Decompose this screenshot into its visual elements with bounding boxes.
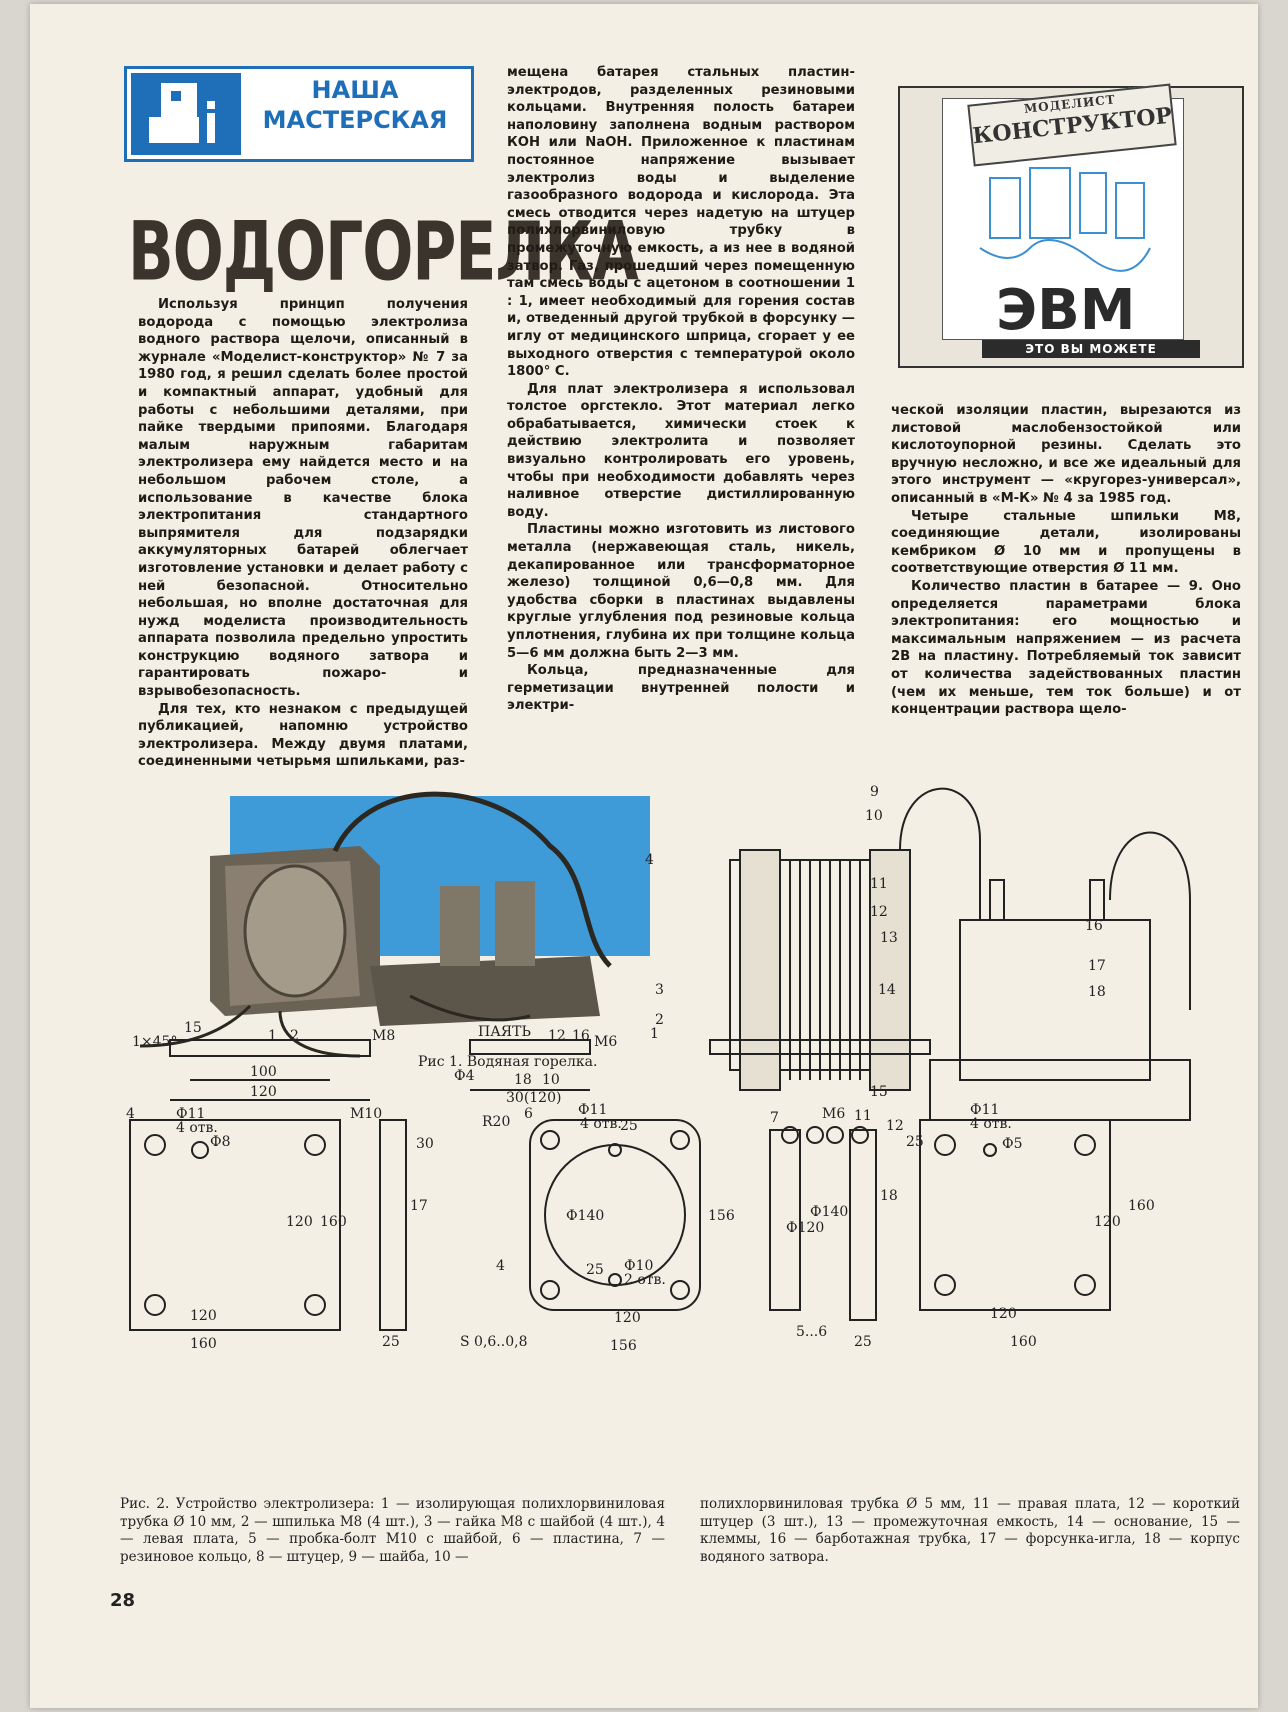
section-badge: НАША МАСТЕРСКАЯ bbox=[124, 66, 474, 162]
dimension-p11_m6: М6 bbox=[822, 1106, 845, 1122]
callout-3: 3 bbox=[655, 982, 664, 998]
dimension-p11_25b: 25 bbox=[854, 1334, 872, 1350]
dimension-p11_holes: 4 отв. bbox=[970, 1116, 1012, 1132]
dimension-p11_phi5: Ф5 bbox=[1002, 1136, 1023, 1152]
part-label: 16 bbox=[572, 1028, 590, 1044]
part-label: 2 bbox=[290, 1028, 299, 1044]
paragraph: Четыре стальные шпильки М8, соединяющие … bbox=[891, 508, 1241, 577]
dimension-p6_thick: S 0,6..0,8 bbox=[460, 1334, 527, 1350]
dimension-p6_4: 4 bbox=[496, 1258, 505, 1274]
part-label: 12 bbox=[548, 1028, 566, 1044]
dimension-shaft_100: 100 bbox=[250, 1064, 277, 1080]
part-label: 7 bbox=[770, 1110, 779, 1126]
dimension-p6_25b: 25 bbox=[586, 1262, 604, 1278]
dimension-fitting_18: 18 bbox=[514, 1072, 532, 1088]
dimension-p6_r20: R20 bbox=[482, 1114, 510, 1130]
dimension-p4_17: 17 bbox=[410, 1198, 428, 1214]
technical-drawing: 12345678910111213141516171812121646711ПА… bbox=[126, 784, 1191, 1354]
article-column-3: ческой изоляции пластин, вырезаются из л… bbox=[891, 402, 1241, 719]
dimension-shaft_len_thread: 15 bbox=[184, 1020, 202, 1036]
article-column-2: мещена батарея стальных пластин-электрод… bbox=[507, 64, 855, 715]
dimension-fitting_m6: М6 bbox=[594, 1034, 617, 1050]
article-title: ВОДОГОРЕЛКА bbox=[128, 205, 639, 300]
dimension-p4_120h: 120 bbox=[190, 1308, 217, 1324]
article-column-1: Используя принцип получения водорода с п… bbox=[138, 296, 468, 771]
dimension-p11_120v: 120 bbox=[1094, 1214, 1121, 1230]
paragraph: мещена батарея стальных пластин-электрод… bbox=[507, 65, 855, 380]
callout-18: 18 bbox=[1088, 984, 1106, 1000]
paragraph: Для тех, кто незнаком с предыдущей публи… bbox=[138, 701, 468, 770]
device-photo bbox=[110, 766, 650, 1066]
magazine-ad: МОДЕЛИСТ КОНСТРУКТОР ЭВМ ЭТО ВЫ МОЖЕТЕ bbox=[898, 83, 1244, 368]
dimension-p6_phi140: Ф140 bbox=[566, 1208, 604, 1224]
callout-2: 2 bbox=[655, 1012, 664, 1028]
dimension-p4_120v: 120 bbox=[286, 1214, 313, 1230]
dimension-shaft_120: 120 bbox=[250, 1084, 277, 1100]
dimension-p11_18: 18 bbox=[880, 1188, 898, 1204]
paragraph: Для плат электролизера я использовал тол… bbox=[507, 381, 855, 520]
dimension-p6_25: 25 bbox=[620, 1118, 638, 1134]
dimension-p4_holes: Ф11 bbox=[176, 1106, 205, 1122]
dimension-p6_120: 120 bbox=[614, 1310, 641, 1326]
circuit-sketch-icon bbox=[979, 167, 1151, 272]
dimension-p6_phi11: Ф11 bbox=[578, 1102, 607, 1118]
dimension-fitting_phi4: Ф4 bbox=[454, 1068, 475, 1084]
dimension-p11_160h: 160 bbox=[1010, 1334, 1037, 1350]
callout-13: 13 bbox=[880, 930, 898, 946]
paragraph: Пластины можно изготовить из листового м… bbox=[507, 522, 855, 661]
workshop-logo-icon bbox=[131, 73, 241, 155]
callout-4: 4 bbox=[645, 852, 654, 868]
callout-11: 11 bbox=[870, 876, 888, 892]
dimension-p7_56: 5...6 bbox=[796, 1324, 827, 1340]
dimension-p11_160v: 160 bbox=[1128, 1198, 1155, 1214]
dimension-p4_160v: 160 bbox=[320, 1214, 347, 1230]
callout-16: 16 bbox=[1085, 918, 1103, 934]
solder-note: ПАЯТЬ bbox=[478, 1024, 531, 1040]
ad-headline: ЭВМ bbox=[996, 278, 1136, 343]
dimension-p4_phi8: Ф8 bbox=[210, 1134, 231, 1150]
paragraph: Используя принцип получения водорода с п… bbox=[138, 297, 468, 700]
dimension-p11_120h: 120 bbox=[990, 1306, 1017, 1322]
dimension-fitting_30_120: 30(120) bbox=[506, 1090, 561, 1106]
section-name-line2: МАСТЕРСКАЯ bbox=[262, 106, 448, 134]
section-name-line1: НАША bbox=[311, 76, 399, 104]
part-label: 1 bbox=[268, 1028, 277, 1044]
dimension-p6_holes: 4 отв. bbox=[580, 1116, 622, 1132]
dimension-p11_12: 12 bbox=[886, 1118, 904, 1134]
dimension-fitting_10: 10 bbox=[542, 1072, 560, 1088]
dimension-p6_phi10: Ф10 bbox=[624, 1258, 653, 1274]
part-label: 4 bbox=[126, 1106, 135, 1122]
dimension-p11_25: 25 bbox=[906, 1134, 924, 1150]
figure-2-caption-right: полихлорвиниловая трубка Ø 5 мм, 11 — пр… bbox=[700, 1496, 1240, 1565]
callout-1: 1 bbox=[650, 1026, 659, 1042]
dimension-p7_phi120: Ф120 bbox=[786, 1220, 824, 1236]
dimension-p6_2holes: 2 отв. bbox=[624, 1272, 666, 1288]
dimension-p4_160h: 160 bbox=[190, 1336, 217, 1352]
paragraph: ческой изоляции пластин, вырезаются из л… bbox=[891, 403, 1241, 506]
figure-2-caption-left: Рис. 2. Устройство электролизера: 1 — из… bbox=[120, 1496, 665, 1565]
part-label: 6 bbox=[524, 1106, 533, 1122]
dimension-p11_phi11: Ф11 bbox=[970, 1102, 999, 1118]
dimension-p4_30: 30 bbox=[416, 1136, 434, 1152]
figure-1-caption: Рис 1. Водяная горелка. bbox=[418, 1054, 598, 1070]
page-number: 28 bbox=[110, 1590, 136, 1611]
part-label: 11 bbox=[854, 1108, 872, 1124]
callout-12: 12 bbox=[870, 904, 888, 920]
paragraph: Количество пластин в батарее — 9. Оно оп… bbox=[891, 578, 1241, 718]
callout-17: 17 bbox=[1088, 958, 1106, 974]
dimension-shaft_chamfer: 1×45° bbox=[132, 1034, 177, 1050]
paragraph: Кольца, предназначенные для герметизации… bbox=[507, 663, 855, 714]
dimension-p6_156v: 156 bbox=[708, 1208, 735, 1224]
callout-14: 14 bbox=[878, 982, 896, 998]
dimension-p4_holes_n: 4 отв. bbox=[176, 1120, 218, 1136]
dimension-p7_phi140: Ф140 bbox=[810, 1204, 848, 1220]
dimension-p4_25: 25 bbox=[382, 1334, 400, 1350]
dimension-shaft_m8: М8 bbox=[372, 1028, 395, 1044]
callout-9: 9 bbox=[870, 784, 879, 800]
callout-10: 10 bbox=[865, 808, 883, 824]
dimension-p6_156h: 156 bbox=[610, 1338, 637, 1354]
callout-15: 15 bbox=[870, 1084, 888, 1100]
ad-slogan: ЭТО ВЫ МОЖЕТЕ bbox=[982, 340, 1200, 358]
dimension-p4_m10: М10 bbox=[350, 1106, 382, 1122]
